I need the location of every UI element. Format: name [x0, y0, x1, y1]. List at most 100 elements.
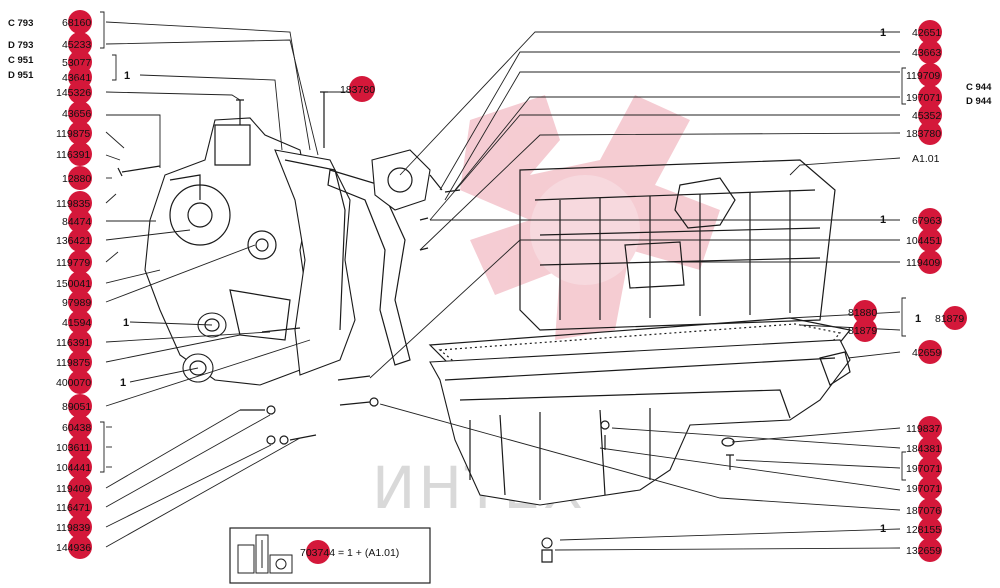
svg-text:81879: 81879 [848, 325, 877, 337]
svg-text:116471: 116471 [56, 502, 90, 514]
callout-left[interactable]: 119409 [56, 476, 92, 500]
callout-right[interactable]: 42651 [912, 20, 942, 44]
svg-text:81879: 81879 [935, 313, 964, 325]
callout-right[interactable]: 183780 [906, 121, 942, 145]
svg-text:119409: 119409 [56, 483, 90, 495]
callout-right-plain: A1.01 [912, 153, 940, 165]
callout-left[interactable]: 60438 [62, 415, 92, 439]
callout-right[interactable]: 184381 [906, 436, 942, 460]
leader-lines-left [105, 21, 354, 548]
callout-left[interactable]: 116471 [56, 495, 92, 519]
svg-text:97989: 97989 [62, 297, 91, 309]
left-codes: C 793 D 793 C 951 D 951 [8, 18, 34, 81]
svg-text:116391: 116391 [56, 149, 90, 161]
svg-text:D 944: D 944 [966, 96, 992, 107]
svg-text:60438: 60438 [62, 422, 91, 434]
kit-number: 703744 [300, 547, 335, 559]
callout-left[interactable]: 145326 [56, 80, 92, 104]
pump-housing-drawing [371, 149, 461, 251]
callout-right[interactable]: 81880 [848, 300, 877, 324]
callout-left[interactable]: 144936 [56, 535, 92, 559]
svg-text:1: 1 [880, 523, 886, 535]
callout-right[interactable]: 45352 [912, 103, 942, 127]
callout-left[interactable]: 119875 [56, 350, 92, 374]
callout-right[interactable]: 81879 [935, 306, 967, 330]
gasket-kit-box[interactable]: 703744 = 1 + (A1.01) [229, 527, 431, 584]
svg-text:128155: 128155 [906, 524, 941, 536]
callout-right[interactable]: 132659 [906, 538, 942, 562]
svg-text:104451: 104451 [906, 235, 941, 247]
callout-right[interactable]: 81879 [848, 318, 877, 342]
callout-right[interactable]: 119409 [906, 250, 942, 274]
svg-text:400070: 400070 [56, 377, 91, 389]
svg-text:45233: 45233 [62, 39, 91, 51]
callout-right[interactable]: 197071 [906, 456, 942, 480]
quantity-markers: 1 1 1 1 1 1 1 [120, 27, 921, 535]
callout-left[interactable]: 103611 [56, 435, 92, 459]
callout-left[interactable]: 41594 [62, 310, 92, 334]
svg-text:150041: 150041 [56, 278, 91, 290]
callout-left[interactable]: 45233 [62, 32, 92, 56]
svg-text:119835: 119835 [56, 198, 90, 210]
callout-right[interactable]: 104451 [906, 228, 942, 252]
svg-text:119779: 119779 [56, 257, 90, 269]
svg-text:136421: 136421 [56, 235, 91, 247]
svg-text:42651: 42651 [912, 27, 941, 39]
left-callouts: 68160 45233 53077 43641 145326 43656 119… [56, 10, 92, 559]
callout-left[interactable]: 119779 [56, 250, 92, 274]
svg-text:C 793: C 793 [8, 18, 33, 29]
svg-text:132659: 132659 [906, 545, 941, 557]
svg-text:C 951: C 951 [8, 55, 34, 66]
svg-text:12880: 12880 [62, 173, 91, 185]
callout-left[interactable]: 89051 [62, 394, 92, 418]
callout-right[interactable]: 197071 [906, 85, 942, 109]
callout-left[interactable]: 119839 [56, 515, 92, 539]
callout-right[interactable]: 197071 [906, 476, 942, 500]
kit-formula: = 1 + (A1.01) [338, 547, 399, 559]
svg-text:119839: 119839 [56, 522, 90, 534]
svg-text:119409: 119409 [906, 257, 940, 269]
svg-text:119875: 119875 [56, 357, 90, 369]
callout-left[interactable]: 119835 [56, 191, 92, 215]
callout-right[interactable]: 128155 [906, 517, 942, 541]
svg-text:119837: 119837 [906, 423, 940, 435]
callout-left[interactable]: 400070 [56, 370, 92, 394]
right-codes: C 944 D 944 [966, 82, 992, 107]
callout-right[interactable]: 119837 [906, 416, 942, 440]
callout-left[interactable]: 116391 [56, 142, 92, 166]
callout-left[interactable]: 97989 [62, 290, 92, 314]
svg-text:119875: 119875 [56, 128, 90, 140]
callout-left[interactable]: 104441 [56, 455, 92, 479]
callout-left[interactable]: 43656 [62, 101, 92, 125]
callout-right[interactable]: 119709 [906, 63, 942, 87]
callout-right[interactable]: 67963 [912, 208, 942, 232]
svg-text:1: 1 [123, 317, 129, 329]
callout-left[interactable]: 68160 [62, 10, 92, 34]
svg-text:45352: 45352 [912, 110, 941, 122]
svg-text:145326: 145326 [56, 87, 91, 99]
svg-text:43663: 43663 [912, 47, 941, 59]
callout-left[interactable]: 136421 [56, 228, 92, 252]
svg-text:197071: 197071 [906, 483, 941, 495]
callout-left[interactable]: 12880 [62, 166, 92, 190]
callout-right[interactable]: 42659 [912, 340, 942, 364]
svg-text:84474: 84474 [62, 216, 91, 228]
watermark-logo-icon [460, 95, 720, 340]
svg-text:197071: 197071 [906, 92, 941, 104]
callout-left[interactable]: 116391 [56, 330, 92, 354]
callout-left[interactable]: 150041 [56, 271, 92, 295]
callout-right[interactable]: 43663 [912, 40, 942, 64]
callout-top-center[interactable]: 183780 [340, 76, 375, 102]
oil-pan-drawing [428, 317, 852, 563]
callout-left[interactable]: 119875 [56, 121, 92, 145]
svg-text:1: 1 [124, 70, 130, 82]
callout-left[interactable]: 84474 [62, 209, 92, 233]
svg-text:67963: 67963 [912, 215, 941, 227]
svg-text:183780: 183780 [340, 84, 375, 96]
timing-cover-drawing [117, 91, 411, 445]
callout-right[interactable]: 187076 [906, 498, 942, 522]
brackets [100, 11, 906, 481]
svg-text:89051: 89051 [62, 401, 91, 413]
